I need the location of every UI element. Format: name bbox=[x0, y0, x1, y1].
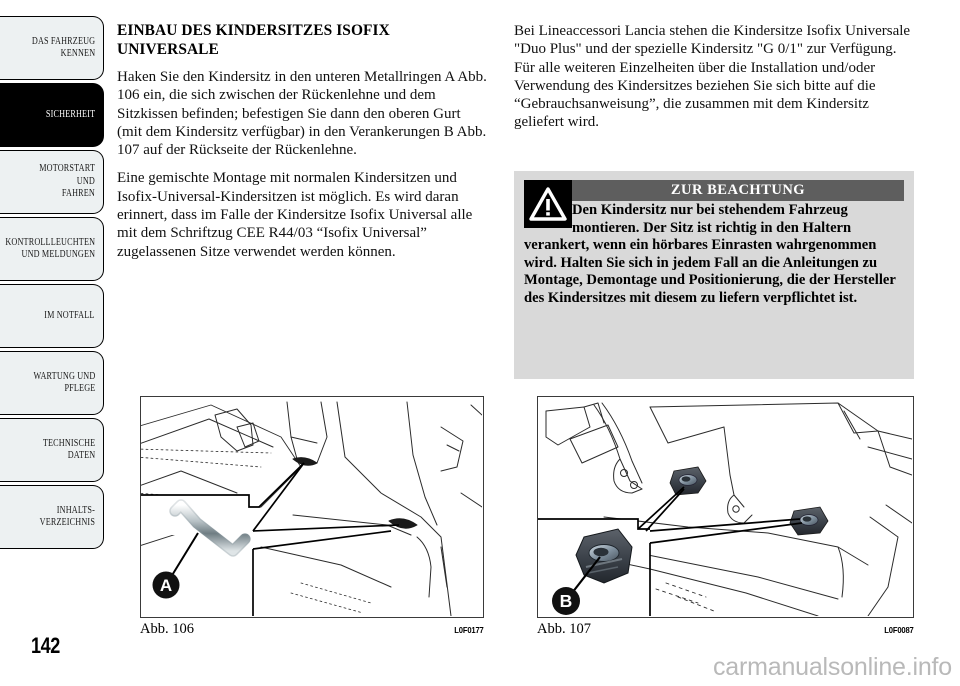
figure-107-label: Abb. 107 bbox=[537, 621, 591, 637]
sidebar-item-technische-daten[interactable]: TECHNISCHE DATEN bbox=[0, 418, 104, 482]
right-text-column: Bei Lineaccessori Lancia stehen die Kind… bbox=[514, 22, 914, 132]
sidebar-item-label: KONTROLLLEUCHTEN UND MELDUNGEN bbox=[5, 236, 95, 261]
figure-107-image: B bbox=[537, 396, 914, 618]
left-text-column: EINBAU DES KINDERSITZES ISOFIX UNIVERSAL… bbox=[117, 22, 487, 261]
paragraph-accessories: Bei Lineaccessori Lancia stehen die Kind… bbox=[514, 23, 911, 131]
sidebar-item-motorstart-und-fahren[interactable]: MOTORSTART UND FAHREN bbox=[0, 150, 104, 214]
paragraph-installation-steps: Haken Sie den Kindersitz in den unteren … bbox=[117, 69, 487, 159]
page-title: EINBAU DES KINDERSITZES ISOFIX UNIVERSAL… bbox=[117, 22, 390, 58]
warning-title: ZUR BEACHTUNG bbox=[670, 182, 806, 198]
warning-triangle-icon bbox=[524, 180, 572, 228]
sidebar-item-wartung-und-pflege[interactable]: WARTUNG UND PFLEGE bbox=[0, 351, 104, 415]
sidebar-item-label: WARTUNG UND PFLEGE bbox=[33, 370, 95, 395]
figure-106-code: L0F0177 bbox=[454, 625, 485, 635]
figure-106-caption: Abb. 106 L0F0177 bbox=[140, 621, 484, 638]
sidebar-item-label: IM NOTFALL bbox=[44, 309, 95, 321]
sidebar-item-im-notfall[interactable]: IM NOTFALL bbox=[0, 284, 104, 348]
warning-box: ZUR BEACHTUNG Den Kindersitz nur bei ste… bbox=[514, 171, 914, 379]
sidebar-item-label: TECHNISCHE DATEN bbox=[42, 437, 95, 462]
sidebar-item-label: DAS FAHRZEUG KENNEN bbox=[31, 35, 95, 60]
svg-text:B: B bbox=[560, 591, 573, 611]
figure-106-label: Abb. 106 bbox=[140, 621, 194, 637]
warning-body-text: Den Kindersitz nur bei stehendem Fahrzeu… bbox=[524, 202, 896, 306]
warning-header: ZUR BEACHTUNG bbox=[524, 180, 904, 228]
warning-body-wrapper: Den Kindersitz nur bei stehendem Fahrzeu… bbox=[524, 202, 904, 308]
sidebar-item-label: SICHERHEIT bbox=[45, 108, 95, 120]
sidebar-item-label: MOTORSTART UND FAHREN bbox=[39, 163, 95, 200]
paragraph-mixed-installation: Eine gemischte Montage mit normalen Kind… bbox=[117, 170, 473, 260]
page-number: 142 bbox=[31, 633, 60, 658]
sidebar-item-label: INHALTS- VERZEICHNIS bbox=[39, 504, 95, 529]
figure-107: B Abb. 107 L0F0087 bbox=[537, 396, 914, 638]
sidebar-item-sicherheit[interactable]: SICHERHEIT bbox=[0, 83, 104, 147]
section-sidebar: DAS FAHRZEUG KENNEN SICHERHEIT MOTORSTAR… bbox=[0, 16, 104, 552]
figure-107-code: L0F0087 bbox=[884, 625, 915, 635]
figure-106-image: A bbox=[140, 396, 484, 618]
sidebar-item-kontrollleuchten-und-meldungen[interactable]: KONTROLLLEUCHTEN UND MELDUNGEN bbox=[0, 217, 104, 281]
warning-title-bar: ZUR BEACHTUNG bbox=[572, 180, 904, 201]
sidebar-item-inhaltsverzeichnis[interactable]: INHALTS- VERZEICHNIS bbox=[0, 485, 104, 549]
figure-107-caption: Abb. 107 L0F0087 bbox=[537, 621, 914, 638]
svg-text:A: A bbox=[160, 576, 172, 595]
sidebar-item-das-fahrzeug-kennen[interactable]: DAS FAHRZEUG KENNEN bbox=[0, 16, 104, 80]
site-watermark: carmanualsonline.info bbox=[712, 653, 952, 681]
figure-106: A Abb. 106 L0F0177 bbox=[140, 396, 484, 638]
